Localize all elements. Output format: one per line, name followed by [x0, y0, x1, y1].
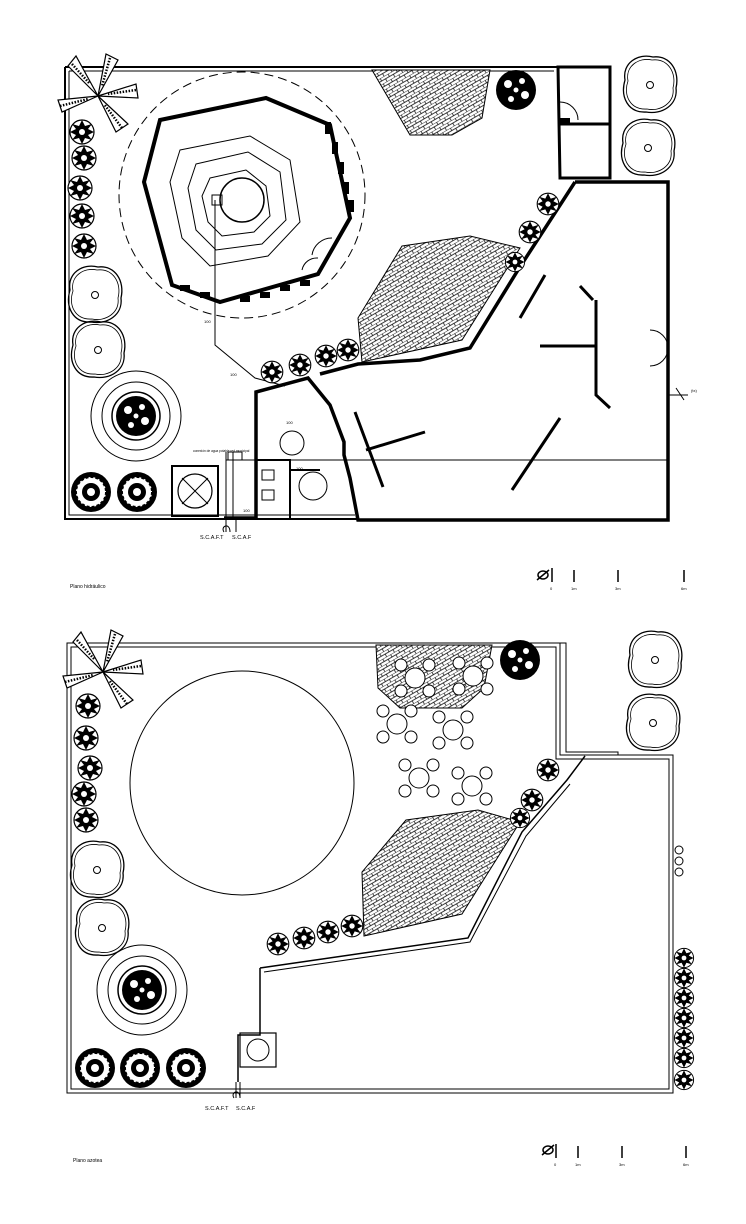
octagon-pavilion	[141, 95, 353, 305]
svg-text:100: 100	[286, 420, 293, 425]
svg-text:1m: 1m	[575, 1162, 581, 1167]
paved-area-north	[371, 69, 491, 136]
svg-text:0: 0	[550, 586, 553, 591]
paved-area-central	[357, 235, 521, 363]
svg-text:6m: 6m	[681, 586, 687, 591]
scaf-label-2: S.C.A.F	[236, 1106, 256, 1112]
caption-plan-2: Plano azotea	[73, 1158, 102, 1164]
svg-text:0: 0	[554, 1162, 557, 1167]
scale-bar-2: 0 1m 3m 6m	[541, 1144, 689, 1167]
main-building	[224, 180, 670, 522]
svg-text:1m: 1m	[571, 586, 577, 591]
svg-text:100: 100	[243, 508, 250, 513]
svg-text:3m: 3m	[615, 586, 621, 591]
svg-text:6m: 6m	[683, 1162, 689, 1167]
scaf-label-1: S.C.A.F	[232, 535, 252, 541]
svg-text:(tx): (tx)	[691, 388, 697, 393]
roof-circle	[129, 670, 355, 896]
svg-text:3m: 3m	[619, 1162, 625, 1167]
svg-text:100: 100	[204, 319, 211, 324]
caption-plan-1: Plano hidráulico	[70, 584, 106, 590]
plan-hydraulic: 100 100 100 100 100 conexión de agua pot…	[56, 52, 697, 591]
scaft-label-2: S.C.A.F.T	[205, 1106, 229, 1112]
svg-text:100: 100	[296, 466, 303, 471]
scale-bar-1: 0 1m 3m 6m	[536, 568, 687, 591]
svg-text:100: 100	[230, 372, 237, 377]
svg-text:conexión de agua potable red m: conexión de agua potable red municipal	[193, 449, 250, 453]
scaft-label-1: S.C.A.F.T	[200, 535, 224, 541]
plan-roof: S.C.A.F.T S.C.A.F Plano azotea 0 1m 3m 6…	[61, 628, 695, 1167]
